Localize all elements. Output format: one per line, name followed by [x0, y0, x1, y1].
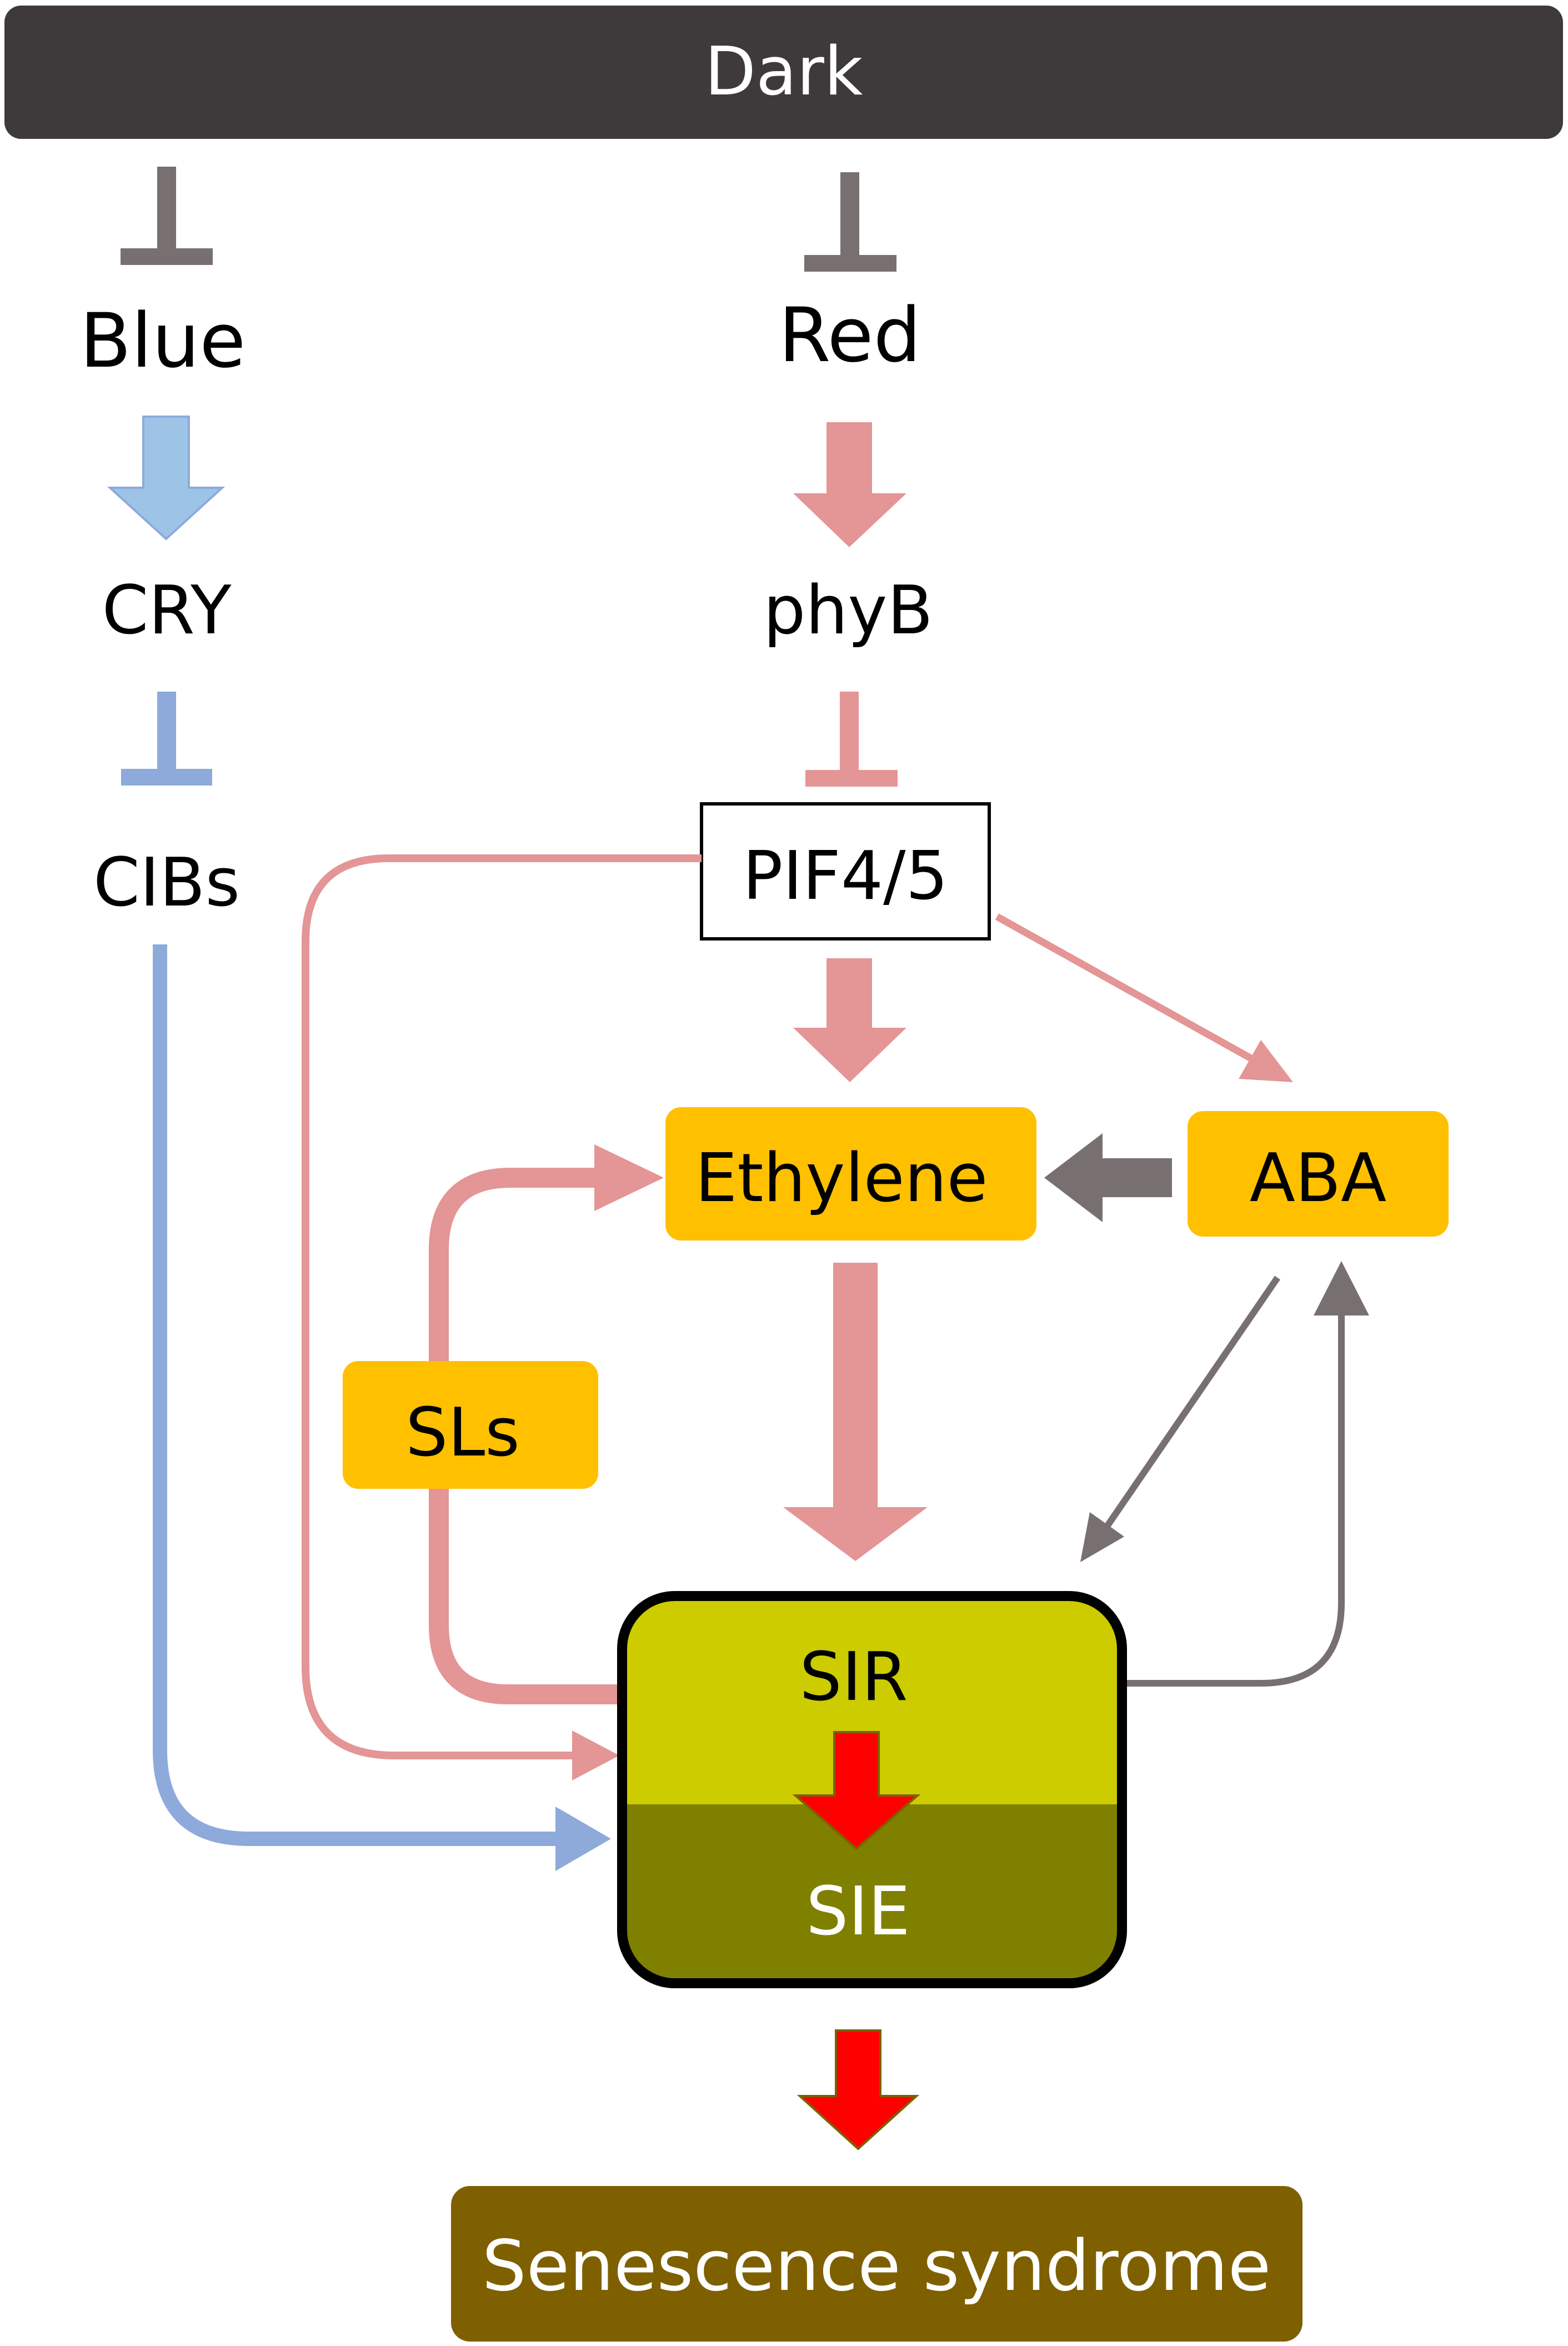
sir-sie-border: [617, 1591, 1127, 1988]
line-aba-sir: [1103, 1275, 1280, 1531]
arrow-red-phyb: [793, 422, 906, 547]
arrowhead-cibs-sie: [555, 1807, 611, 1871]
phyb-label: phyB: [763, 572, 933, 649]
arrow-sie-senescence: [796, 2029, 920, 2150]
arrowhead-sir-ethylene: [594, 1144, 664, 1211]
line-pif-sir: [302, 854, 702, 1759]
dark-label: Dark: [705, 33, 863, 111]
pif-label: PIF4/5: [743, 838, 948, 915]
arrow-sir-sie: [792, 1731, 921, 1850]
sir-label: SIR: [800, 1639, 908, 1716]
inhibit-phyb-pif: [805, 692, 898, 787]
arrowhead-aba-sir: [1080, 1512, 1124, 1562]
cry-label: CRY: [102, 572, 232, 649]
arrowhead-pif-aba: [1239, 1040, 1293, 1082]
inhibit-dark-blue: [121, 167, 213, 265]
cibs-label: CIBs: [93, 844, 240, 922]
line-sir-aba: [1123, 1305, 1345, 1687]
arrow-ethylene-sir: [783, 1263, 928, 1561]
sie-label: SIE: [806, 1873, 910, 1950]
arrow-aba-ethylene: [1044, 1133, 1172, 1222]
sls-label: SLs: [405, 1394, 520, 1472]
sls-box: [343, 1361, 598, 1489]
line-pif-aba: [995, 913, 1263, 1067]
arrowhead-pif-sir: [572, 1730, 619, 1780]
ethylene-label: Ethylene: [695, 1140, 988, 1217]
arrow-pif-ethylene: [793, 958, 906, 1082]
dark-bar: [4, 6, 1563, 139]
red-label: Red: [779, 292, 921, 379]
ethylene-box: [665, 1107, 1036, 1240]
arrowhead-sir-aba: [1314, 1261, 1369, 1315]
line-cibs-sie: [153, 944, 561, 1846]
aba-label: ABA: [1250, 1140, 1387, 1217]
arrow-blue-cry: [107, 416, 226, 541]
inhibit-dark-red: [804, 172, 896, 272]
inhibit-cry-cibs: [121, 692, 212, 786]
pif-box: [700, 802, 991, 941]
senescence-box: [451, 2186, 1303, 2342]
blue-label: Blue: [80, 297, 246, 384]
aba-box: [1188, 1111, 1449, 1237]
senescence-label: Senescence syndrome: [482, 2225, 1271, 2307]
